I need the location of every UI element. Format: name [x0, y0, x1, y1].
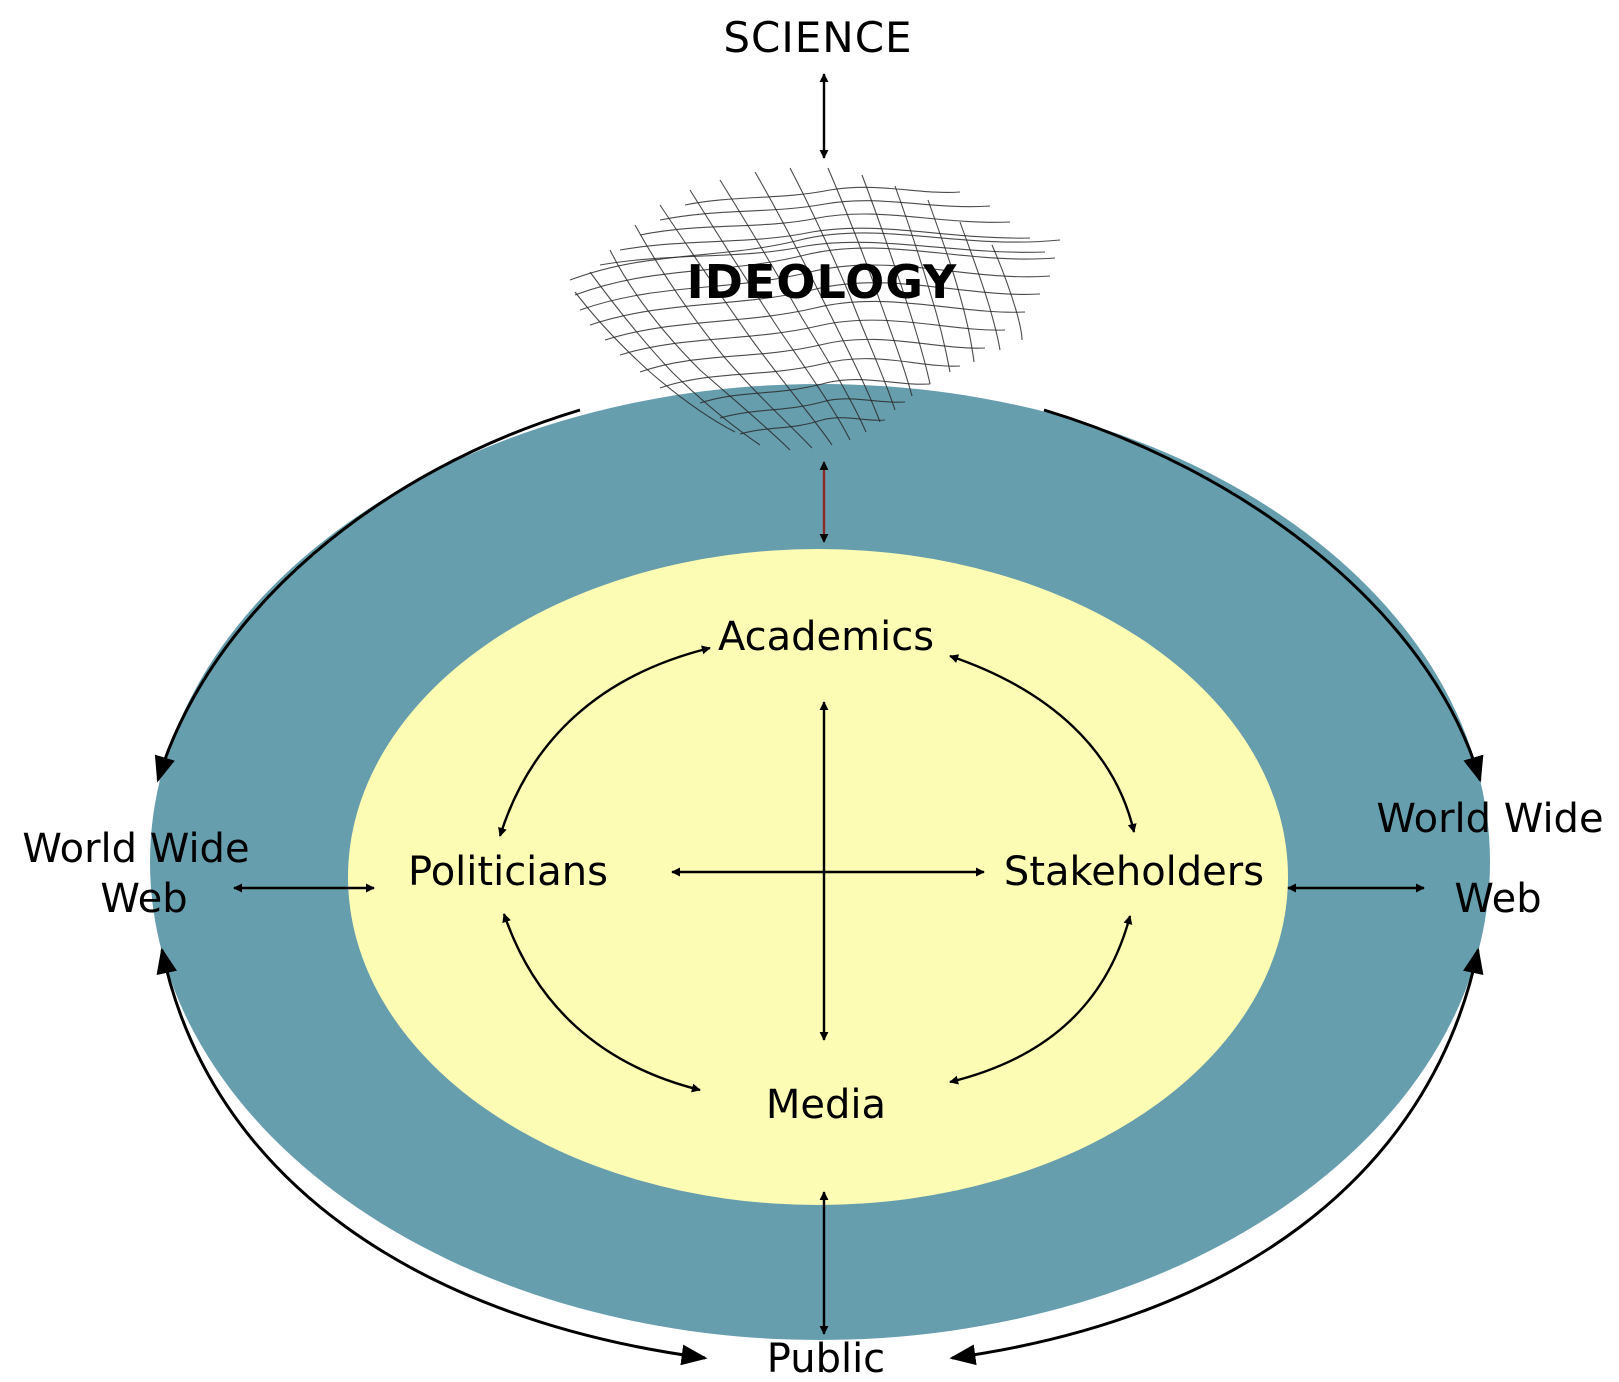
outer-arc-top-left — [154, 408, 581, 783]
ideology-mesh — [569, 167, 1061, 451]
public-label: Public — [767, 1336, 885, 1382]
academics-label: Academics — [718, 614, 934, 660]
www-right-label-line2: Web — [1454, 876, 1541, 922]
stakeholders-label: Stakeholders — [1004, 849, 1264, 895]
outer-arc-top-right — [1043, 408, 1484, 783]
media-label: Media — [766, 1082, 886, 1128]
politicians-label: Politicians — [408, 849, 608, 895]
www-left-label-line2: Web — [100, 876, 187, 922]
outer-arc-bottom-right — [949, 947, 1484, 1366]
stakeholders-media-arc — [949, 915, 1133, 1085]
www-right-label-line1: World Wide — [1376, 796, 1603, 842]
politicians-academics-arc — [498, 645, 711, 837]
outer-arc-bottom-left — [156, 947, 708, 1366]
academics-stakeholders-arc — [949, 654, 1137, 833]
politicians-media-arc — [502, 913, 701, 1093]
science-label: SCIENCE — [723, 13, 912, 62]
ideology-label: IDEOLOGY — [687, 255, 958, 309]
www-left-label-line1: World Wide — [22, 826, 249, 872]
